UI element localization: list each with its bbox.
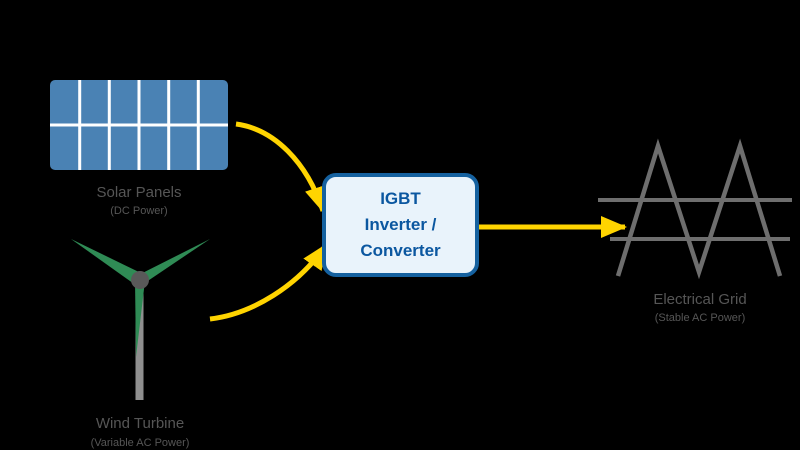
inverter-label: IGBT Inverter / Converter [324, 175, 477, 275]
wind-turbine-label: Wind Turbine [95, 415, 185, 432]
turbine-blade-left [71, 239, 143, 286]
turbine-blade-right [137, 239, 210, 285]
arrow-wind-to-inverter [209, 243, 329, 322]
turbine-blade-down [135, 280, 145, 357]
solar-panels-label: Solar Panels [96, 184, 182, 201]
electrical-grid-icon [598, 138, 792, 280]
inverter-label-line3: Converter [360, 241, 441, 260]
arrow-solar-to-inverter [235, 121, 326, 213]
grid-waveform [615, 138, 783, 280]
electrical-grid-sublabel: (Stable AC Power) [654, 312, 746, 324]
inverter-label-line1: IGBT [380, 189, 421, 208]
solar-panels-icon [50, 80, 228, 170]
solar-panels-sublabel: (DC Power) [110, 205, 168, 217]
wind-turbine-icon [71, 239, 210, 400]
inverter-label-line2: Inverter / [364, 215, 437, 234]
inverter-box [322, 173, 479, 277]
turbine-hub [131, 271, 149, 289]
electrical-grid-label: Electrical Grid [653, 291, 747, 308]
turbine-pole [135, 278, 144, 400]
wind-turbine-sublabel: (Variable AC Power) [90, 437, 190, 449]
